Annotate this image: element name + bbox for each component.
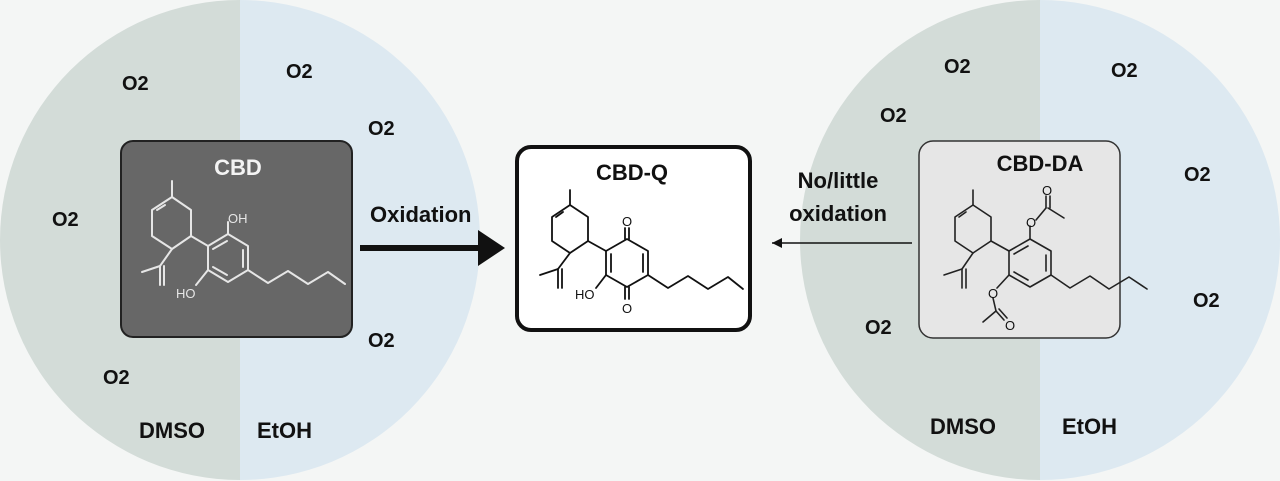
cbd-da-structure <box>943 189 1148 323</box>
o2-label: O2 <box>368 118 395 140</box>
molecule-title: CBD-Q <box>596 160 668 185</box>
o2-label: O2 <box>944 56 971 78</box>
cbd-da-molecule-card: CBD-DA <box>918 140 1148 339</box>
o2-label: O2 <box>1193 290 1220 312</box>
cbd-q-molecule-card: CBD-Q O O HO <box>515 145 752 332</box>
atom-o: O <box>988 286 998 301</box>
molecule-title: CBD-DA <box>997 151 1084 176</box>
o2-label: O2 <box>286 61 313 83</box>
o2-label: O2 <box>1184 164 1211 186</box>
atom-o: O <box>622 214 632 229</box>
cbd-structure <box>141 180 346 286</box>
arrow-label-line1: No/little <box>798 168 879 193</box>
o2-label: O2 <box>103 367 130 389</box>
arrow-label-line2: oxidation <box>789 201 887 226</box>
atom-oh: OH <box>228 211 248 226</box>
atom-o: O <box>1042 183 1052 198</box>
cbd-q-box <box>515 145 752 332</box>
o2-label: O2 <box>865 317 892 339</box>
solvent-label-dmso: DMSO <box>139 418 205 443</box>
o2-label: O2 <box>368 330 395 352</box>
cbd-molecule-card: CBD OH HO <box>120 140 353 338</box>
o2-label: O2 <box>52 209 79 231</box>
atom-ho: HO <box>176 286 196 301</box>
no-oxidation-arrow-head <box>772 238 782 248</box>
oxidation-arrow-head <box>478 230 505 266</box>
o2-label: O2 <box>880 105 907 127</box>
arrow-label-oxidation: Oxidation <box>370 202 471 227</box>
atom-o: O <box>622 301 632 316</box>
atom-ho: HO <box>575 287 595 302</box>
molecule-title: CBD <box>214 155 262 180</box>
cbd-q-structure <box>539 189 744 300</box>
solvent-label-dmso: DMSO <box>930 414 996 439</box>
solvent-label-etoh: EtOH <box>257 418 312 443</box>
atom-o: O <box>1005 318 1015 333</box>
o2-label: O2 <box>1111 60 1138 82</box>
o2-label: O2 <box>122 73 149 95</box>
atom-o: O <box>1026 215 1036 230</box>
solvent-label-etoh: EtOH <box>1062 414 1117 439</box>
